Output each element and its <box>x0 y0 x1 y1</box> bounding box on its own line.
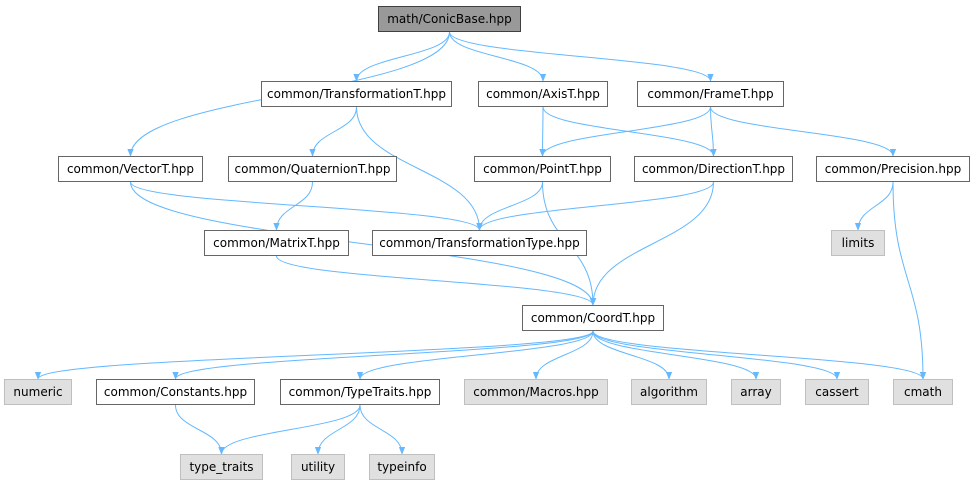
node-array[interactable]: array <box>731 379 781 405</box>
node-typeinfo[interactable]: typeinfo <box>369 454 435 480</box>
edge-vectort-to-coordt <box>130 181 597 306</box>
node-utility[interactable]: utility <box>291 454 345 480</box>
node-constants[interactable]: common/Constants.hpp <box>96 379 255 405</box>
edge-transformationt-to-quaterniont <box>309 106 357 157</box>
edge-precision-to-cmath <box>892 181 927 380</box>
edge-conicbase-to-framet <box>449 31 714 82</box>
edge-coordt-to-numeric <box>34 330 594 380</box>
node-type-traits[interactable]: type_traits <box>180 454 263 480</box>
edge-typetraits-to-type_traits <box>218 404 361 455</box>
node-conicbase[interactable]: math/ConicBase.hpp <box>378 6 521 32</box>
node-typetraits[interactable]: common/TypeTraits.hpp <box>280 379 440 405</box>
node-limits[interactable]: limits <box>831 230 885 256</box>
edge-coordt-to-array <box>592 330 760 380</box>
edge-framet-to-pointt <box>539 106 711 157</box>
edge-precision-to-limits <box>854 181 894 231</box>
node-quaterniont[interactable]: common/QuaternionT.hpp <box>228 156 397 182</box>
edge-axist-to-pointt <box>539 106 546 157</box>
edge-typetraits-to-utility <box>314 404 361 455</box>
edge-directiont-to-coordt <box>589 181 714 306</box>
edge-conicbase-to-transformationt <box>353 31 450 82</box>
node-algorithm[interactable]: algorithm <box>631 379 707 405</box>
node-coordt[interactable]: common/CoordT.hpp <box>522 305 664 331</box>
node-directiont[interactable]: common/DirectionT.hpp <box>634 156 793 182</box>
edge-coordt-to-macros <box>532 330 594 380</box>
edge-quaterniont-to-matrixt <box>273 181 313 231</box>
edge-vectort-to-transformationtype <box>130 181 483 231</box>
node-framet[interactable]: common/FrameT.hpp <box>637 81 784 107</box>
edge-framet-to-directiont <box>710 106 717 157</box>
edge-coordt-to-algorithm <box>592 330 673 380</box>
edge-conicbase-to-axist <box>449 31 547 82</box>
edge-coordt-to-cmath <box>592 330 927 380</box>
edge-directiont-to-transformationtype <box>476 181 714 231</box>
node-axist[interactable]: common/AxisT.hpp <box>478 81 608 107</box>
node-cmath[interactable]: cmath <box>893 379 953 405</box>
node-matrixt[interactable]: common/MatrixT.hpp <box>204 230 349 256</box>
node-macros[interactable]: common/Macros.hpp <box>464 379 608 405</box>
edge-coordt-to-typetraits <box>356 330 594 380</box>
edge-coordt-to-cassert <box>592 330 841 380</box>
node-numeric[interactable]: numeric <box>4 379 72 405</box>
edge-framet-to-precision <box>710 106 897 157</box>
node-vectort[interactable]: common/VectorT.hpp <box>58 156 203 182</box>
edge-typetraits-to-typeinfo <box>359 404 406 455</box>
node-transformationt[interactable]: common/TransformationT.hpp <box>261 81 452 107</box>
node-pointt[interactable]: common/PointT.hpp <box>474 156 611 182</box>
node-precision[interactable]: common/Precision.hpp <box>816 156 970 182</box>
edge-matrixt-to-coordt <box>276 255 597 306</box>
node-cassert[interactable]: cassert <box>805 379 869 405</box>
edge-coordt-to-constants <box>172 330 594 380</box>
node-transformationtype[interactable]: common/TransformationType.hpp <box>372 230 587 256</box>
edge-constants-to-type_traits <box>175 404 225 455</box>
edge-transformationt-to-transformationtype <box>356 106 483 231</box>
